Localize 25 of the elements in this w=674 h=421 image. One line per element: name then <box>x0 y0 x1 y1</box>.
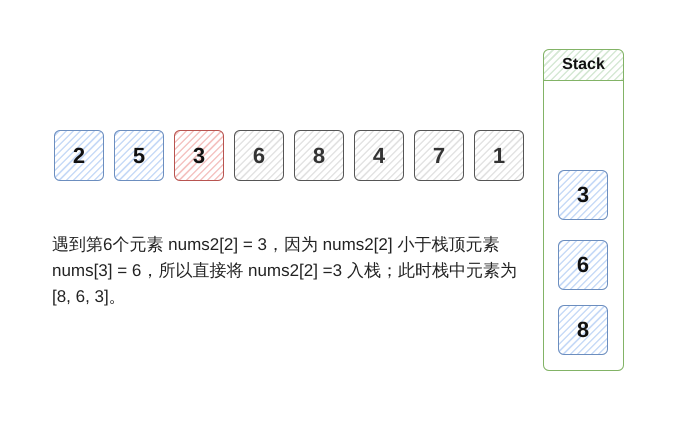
array-cell <box>54 130 104 181</box>
array-cell <box>294 130 344 181</box>
stack-title: Stack <box>562 56 605 74</box>
array-cell <box>234 130 284 181</box>
cell-value: 7 <box>432 142 446 168</box>
cell-value: 3 <box>576 182 590 208</box>
array-cell <box>474 130 524 181</box>
cell-value: 6 <box>252 142 266 168</box>
array-cell <box>114 130 164 181</box>
array-cell <box>414 130 464 181</box>
array-cell <box>354 130 404 181</box>
cell-value: 3 <box>192 142 206 168</box>
array-cell <box>558 240 608 290</box>
cell-value: 1 <box>492 142 506 168</box>
cell-value: 5 <box>132 142 146 168</box>
cell-value: 2 <box>72 142 86 168</box>
cell-value: 4 <box>372 142 386 168</box>
array-cell <box>558 305 608 355</box>
stack-container <box>543 49 624 371</box>
description-text: 遇到第6个元素 nums2[2] = 3，因为 nums2[2] 小于栈顶元素 nums[3] = 6，所以直接将 nums2[2] =3 入栈；此时栈中元素为 [8, 6, 3]。 <box>52 234 518 308</box>
cell-value: 6 <box>576 252 590 278</box>
array-cell <box>174 130 224 181</box>
cell-value: 8 <box>576 317 590 343</box>
array-cell <box>558 170 608 220</box>
cell-value: 8 <box>312 142 326 168</box>
